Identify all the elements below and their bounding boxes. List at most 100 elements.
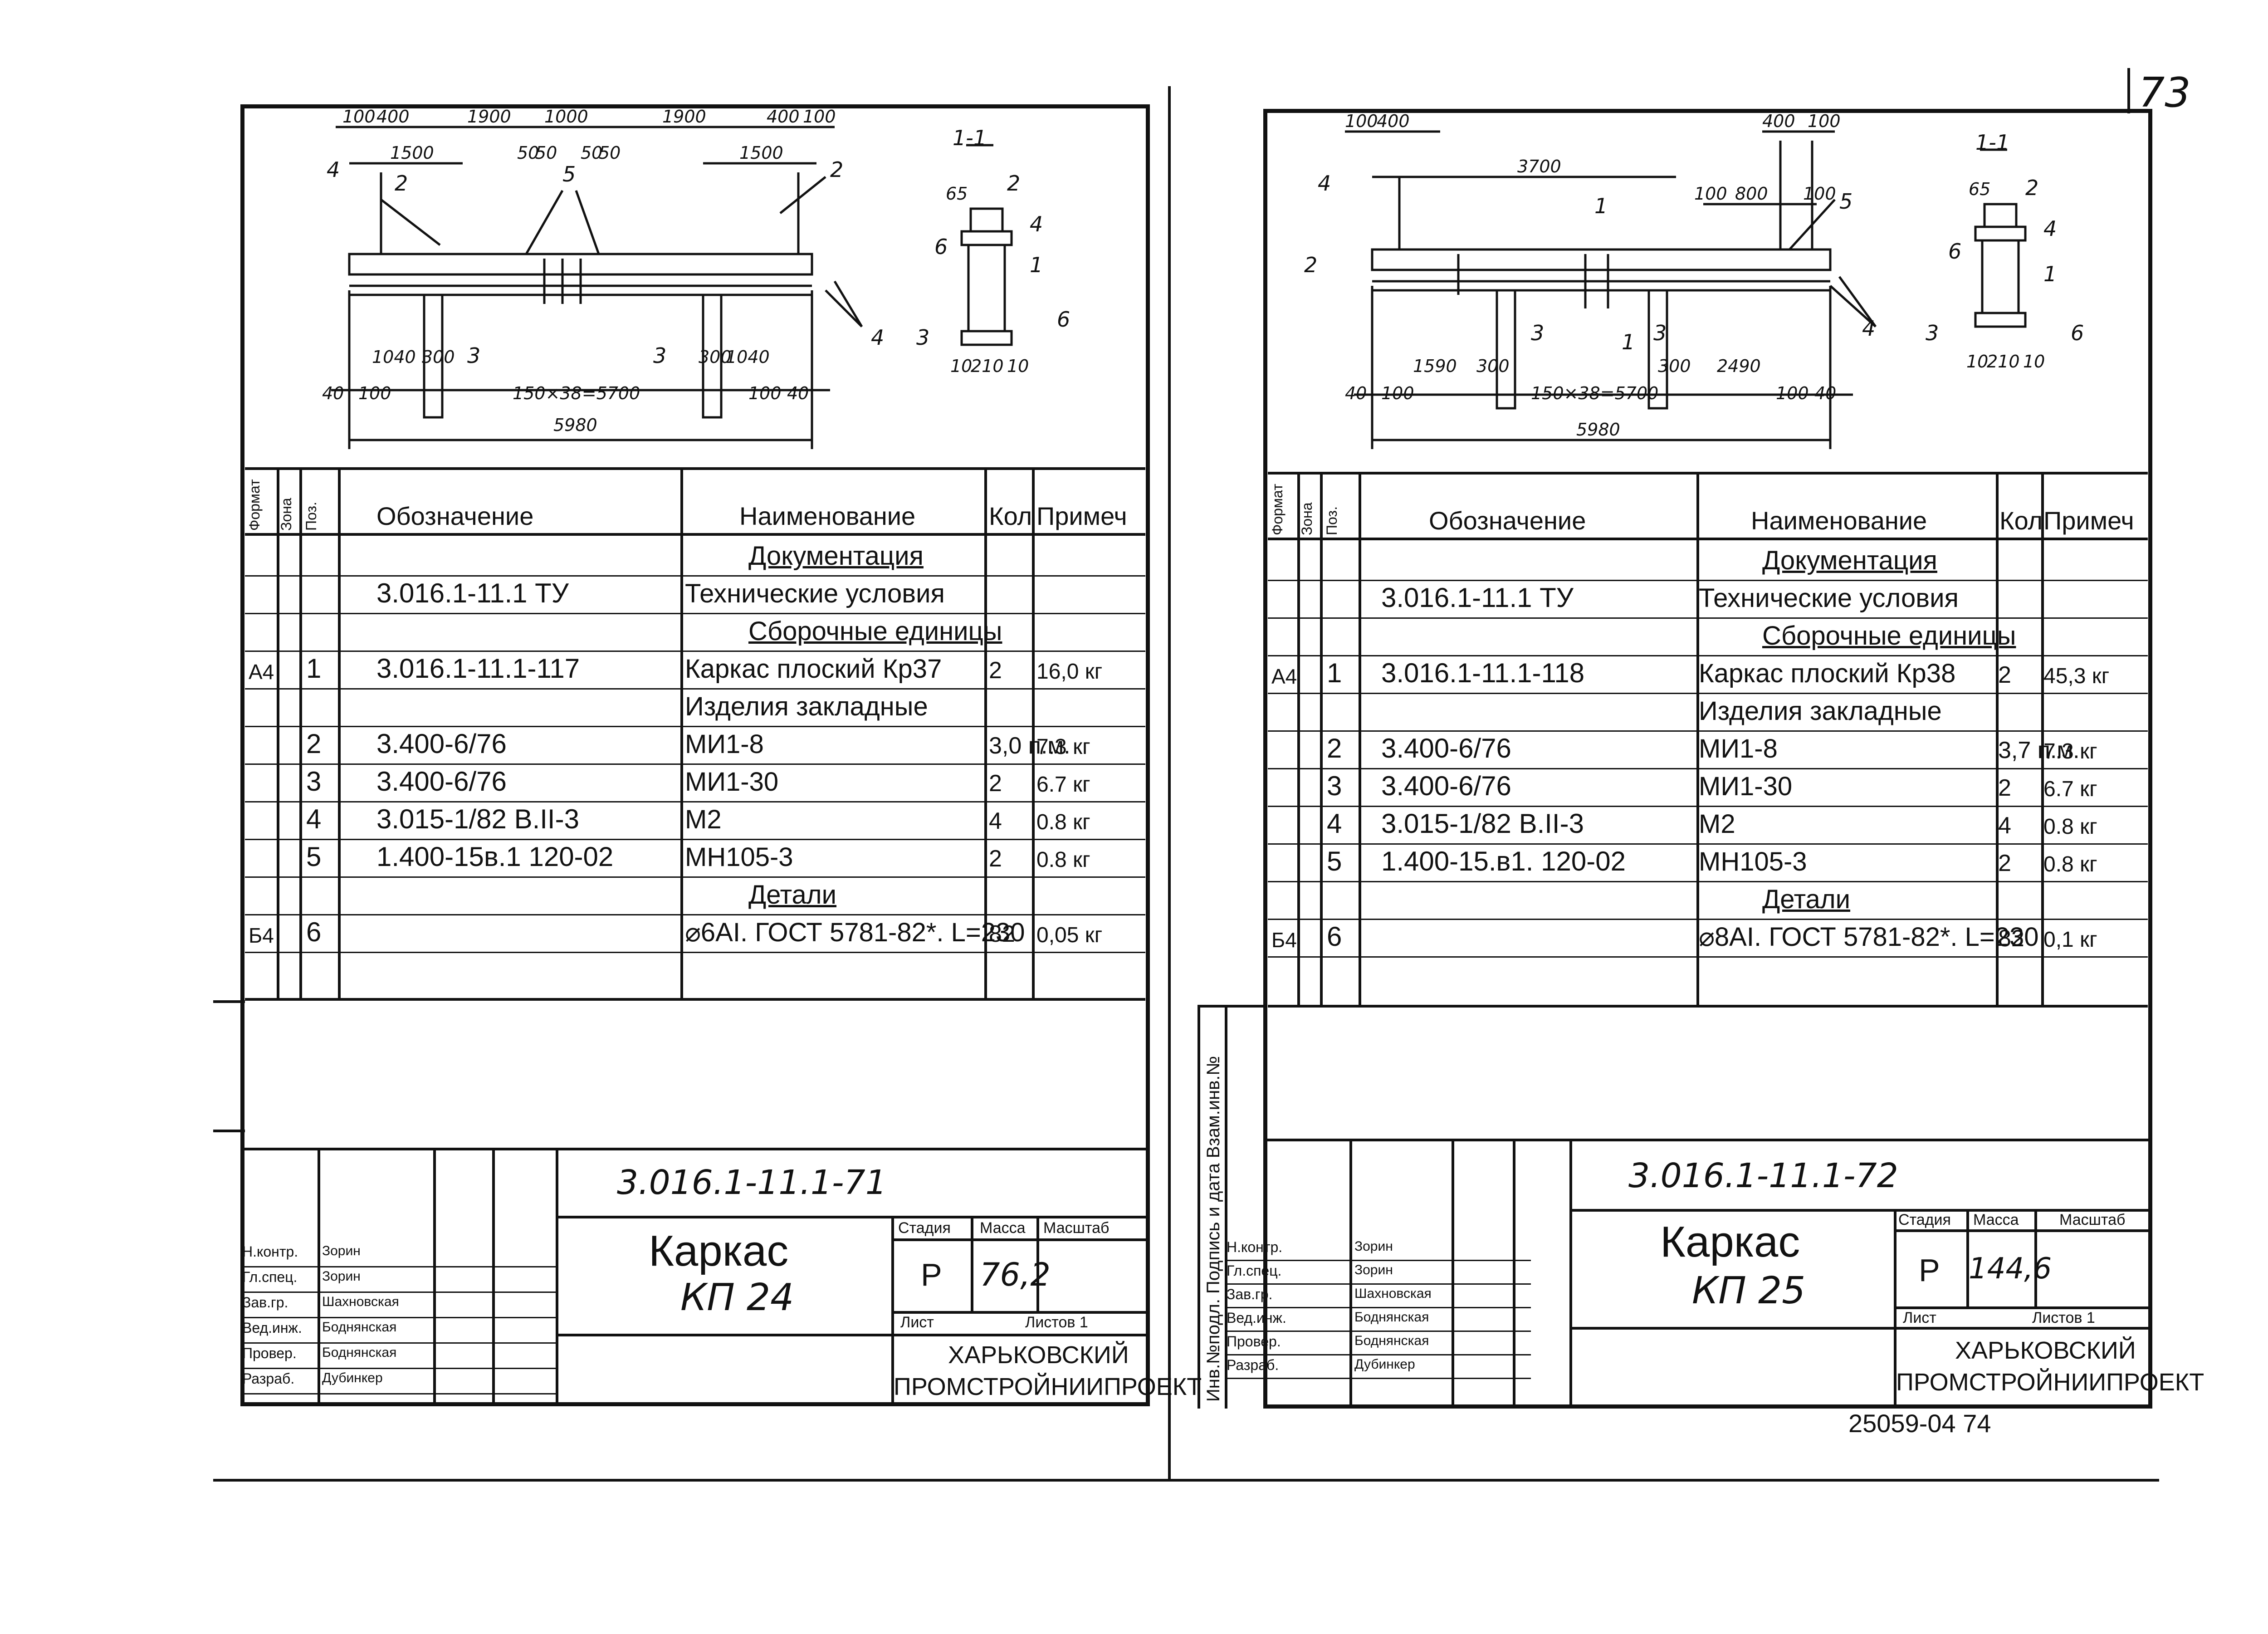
spec-header-name-r: Наименование (1751, 506, 1927, 535)
spec-row-rule (1268, 956, 2148, 958)
center-divider (1168, 86, 1171, 1479)
spec-row-rule (1268, 881, 2148, 882)
spec-header-pos: Поз. (303, 502, 319, 531)
spec-row-rule (245, 952, 1145, 953)
svg-text:1500: 1500 (739, 143, 783, 163)
spec-cell-qty: 2 (989, 770, 1002, 797)
spec-cell-designation: 1.400-15в.1 120-02 (376, 841, 614, 872)
svg-text:10: 10 (2023, 352, 2045, 372)
svg-text:40: 40 (1345, 383, 1367, 403)
svg-text:40: 40 (787, 383, 809, 403)
spec-row: Документация (245, 538, 1145, 575)
svg-text:2: 2 (1007, 171, 1020, 196)
spec-cell-qty: 4 (1998, 812, 2011, 839)
spec-cell-pos: 3 (1327, 771, 1342, 801)
left-stage: Р (921, 1257, 942, 1292)
spec-row-rule (1268, 617, 2148, 619)
spec-cell-pos: 2 (306, 729, 322, 759)
spec-cell-name: Документация (748, 541, 924, 571)
svg-text:210: 210 (1987, 352, 2020, 372)
spec-cell-name: Детали (1762, 885, 1851, 914)
right-org-line2: ПРОМСТРОЙНИИПРОЕКТ (1896, 1369, 2204, 1396)
spec-row-rule (1268, 730, 2148, 732)
svg-text:1: 1 (2043, 262, 2057, 286)
spec-header-note-r: Примеч (2043, 506, 2134, 535)
svg-text:6: 6 (2071, 321, 2084, 345)
svg-text:1590: 1590 (1413, 356, 1457, 376)
spec-cell-name: Каркас плоский Кр38 (1699, 659, 1956, 688)
spec-cell-designation: 3.015-1/82 В.II-3 (1381, 808, 1584, 839)
svg-text:400: 400 (1377, 113, 1410, 131)
svg-text:5: 5 (562, 162, 576, 186)
spec-cell-pos: 5 (1327, 846, 1342, 876)
spec-header-name: Наименование (739, 502, 916, 530)
tb-role: Зав.гр. (1227, 1286, 1273, 1302)
spec-cell-note: 6.7 кг (1036, 773, 1090, 797)
right-stage: Р (1919, 1252, 1940, 1288)
spec-row-rule (1268, 580, 2148, 581)
spec-row-rule (1268, 919, 2148, 920)
tb-role: Разраб. (1227, 1357, 1279, 1373)
spec-header-zone: Зона (278, 498, 294, 531)
svg-text:2490: 2490 (1717, 356, 1761, 376)
svg-text:65: 65 (1969, 179, 1990, 199)
left-bottom-rule (213, 1479, 2159, 1482)
spec-header-designation-r: Обозначение (1429, 506, 1586, 535)
svg-text:400: 400 (1762, 113, 1795, 131)
spec-cell-note: 7.3 кг (1036, 735, 1090, 759)
spec-cell-pos: 2 (1327, 733, 1342, 763)
spec-row-rule (245, 914, 1145, 915)
spec-cell-note: 16,0 кг (1036, 660, 1103, 684)
tb-role-rule (240, 1393, 556, 1394)
svg-text:3700: 3700 (1517, 157, 1561, 176)
spec-header-pos-r: Поз. (1324, 506, 1340, 535)
svg-text:100: 100 (1803, 184, 1836, 204)
right-mass-label: Масса (1973, 1211, 2019, 1228)
spec-cell-name: Документация (1762, 546, 1937, 575)
spec-cell-designation: 3.016.1-11.1-118 (1381, 658, 1585, 688)
spec-cell-note: 6.7 кг (2043, 777, 2097, 801)
svg-text:300: 300 (699, 347, 732, 367)
spec-cell-note: 0.8 кг (2043, 815, 2097, 839)
spec-row: Изделия закладные (245, 688, 1145, 725)
svg-text:50: 50 (581, 143, 602, 163)
svg-text:2: 2 (2025, 176, 2038, 200)
svg-text:150×38=5700: 150×38=5700 (513, 383, 640, 403)
svg-text:300: 300 (1476, 356, 1510, 376)
tb-role-rule (1225, 1331, 1531, 1332)
svg-text:3: 3 (916, 325, 929, 350)
svg-text:50: 50 (517, 143, 539, 163)
tb-role: Вед.инж. (242, 1320, 302, 1336)
spec-cell-note: 0,1 кг (2043, 928, 2097, 952)
spec-cell-qty: 82 (989, 921, 1015, 947)
spec-cell-note: 0.8 кг (1036, 810, 1090, 834)
spec-cell-qty: 2 (1998, 775, 2011, 801)
spec-cell-qty: 4 (989, 808, 1002, 834)
left-doc-code: 3.016.1-11.1-71 (617, 1163, 887, 1202)
svg-text:4: 4 (871, 325, 884, 350)
spec-cell-name: Технические условия (685, 579, 945, 608)
right-side-stamp: Инв.№подл. Подпись и дата Взам.инв.№ (1203, 1056, 1223, 1402)
spec-row-rule (245, 763, 1145, 765)
svg-text:300: 300 (1658, 356, 1691, 376)
spec-header-format-r: Формат (1269, 484, 1286, 535)
svg-text:1000: 1000 (544, 109, 588, 127)
spec-cell-qty: 82 (1998, 925, 2024, 952)
spec-row-rule (245, 876, 1145, 878)
svg-text:5980: 5980 (553, 415, 597, 435)
spec-row-rule (1268, 655, 2148, 656)
spec-cell-name: МН105-3 (1699, 847, 1807, 876)
spec-cell-qty: 3,7 п.м. (1998, 737, 2080, 763)
spec-cell-qty: 2 (989, 657, 1002, 684)
svg-text:100: 100 (358, 383, 391, 403)
spec-cell-qty: 2 (1998, 662, 2011, 688)
tb-role: Зав.гр. (242, 1294, 288, 1311)
spec-cell-note: 7.3 кг (2043, 739, 2097, 763)
tb-role-rule (1225, 1283, 1531, 1285)
left-title-line1: Каркас (649, 1227, 789, 1275)
left-org-line2: ПРОМСТРОЙНИИПРОЕКТ (894, 1373, 1202, 1400)
